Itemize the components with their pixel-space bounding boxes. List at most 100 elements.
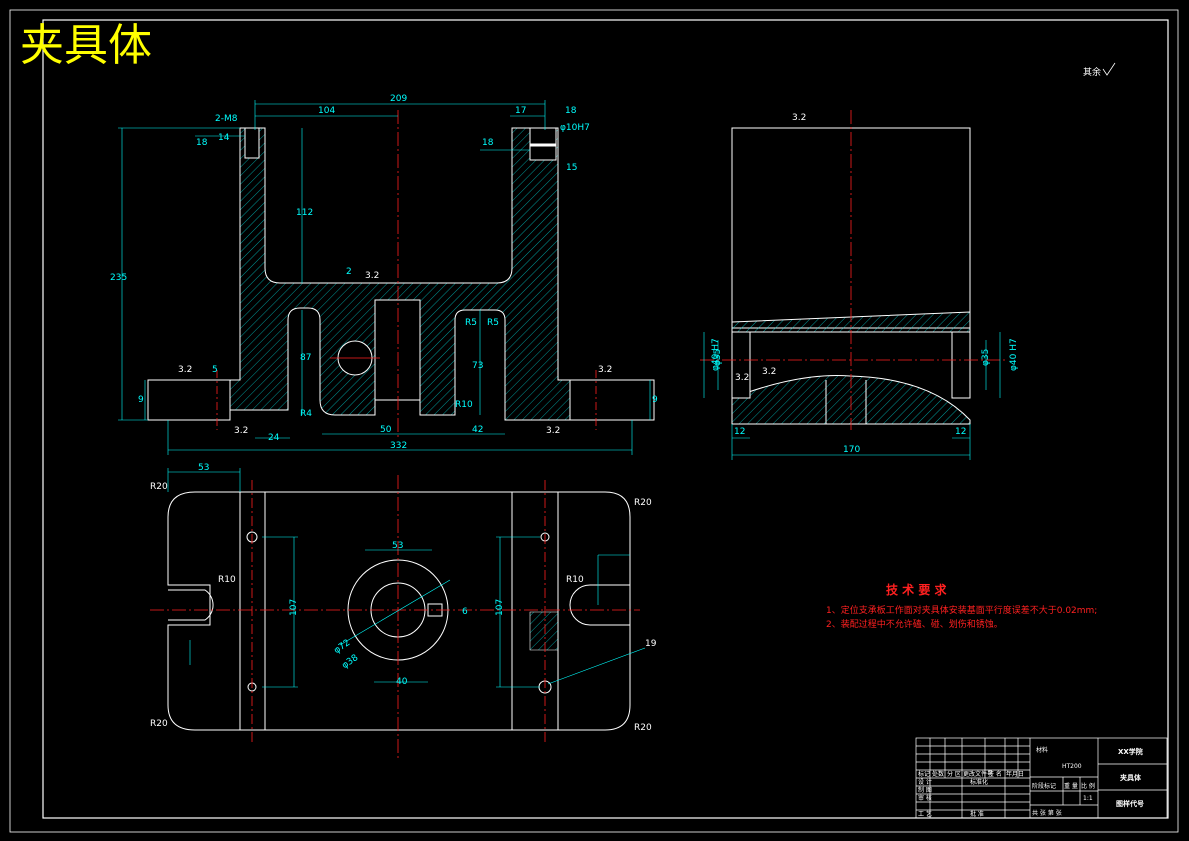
dim-209: 209: [390, 94, 407, 104]
tb-row-label-3: 分 区: [947, 770, 961, 778]
roughness-symbol-icon: [1102, 62, 1116, 76]
side-dimension-lines: [703, 332, 1001, 460]
front-left-screw: [244, 127, 260, 159]
notes-item-1: 1、定位支承板工作面对夹具体安装基面平行度误差不大于0.02mm;: [826, 604, 1097, 616]
notes-item-2: 2、装配过程中不允许磕、碰、划伤和锈蚀。: [826, 618, 1003, 630]
dim-38: φ38: [340, 653, 360, 671]
tb-process: 工 艺: [918, 810, 932, 818]
dim-r20-b: R20: [634, 498, 652, 508]
inner-frame: [42, 19, 1169, 819]
dim-18-left: 18: [196, 138, 208, 148]
tb-row-label-4: 更改文件号: [963, 770, 993, 778]
dim-50: 50: [380, 425, 392, 435]
tb-drafter: 制 图: [918, 786, 932, 794]
rough-3: 3.2: [598, 365, 612, 375]
dim-35-right: φ35: [981, 349, 991, 366]
dim-9-right: 9: [652, 395, 658, 405]
roughness-note-label: 其余: [1083, 66, 1101, 78]
dim-73: 73: [472, 361, 483, 371]
tb-row-label-5: 签 名: [988, 770, 1002, 778]
dim-107-right: 107: [495, 599, 505, 616]
dim-19: 19: [645, 639, 657, 649]
front-center-bore: [374, 299, 421, 401]
drawing-title: 夹具体: [20, 20, 152, 71]
dim-18-right: 18: [482, 138, 494, 148]
dim-42: 42: [472, 425, 483, 435]
tb-material-label: 材料: [1036, 746, 1048, 754]
dim-tol: φ10H7: [560, 123, 590, 133]
dim-104: 104: [318, 106, 335, 116]
dim-r5-a: R5: [465, 318, 477, 328]
rough-6: 3.2: [792, 113, 806, 123]
dim-r20-d: R20: [634, 723, 652, 733]
dim-87: 87: [300, 353, 311, 363]
dim-14: 14: [218, 133, 230, 143]
dim-332: 332: [390, 441, 407, 451]
front-view: 209 104 17 18 2-M8 18 14 18 φ10H7 15 112…: [110, 94, 658, 455]
dim-18: 18: [565, 106, 577, 116]
tb-stage-label: 阶段标记: [1032, 782, 1056, 790]
rough-8: 3.2: [762, 367, 776, 377]
tb-scale: 1:1: [1083, 795, 1093, 802]
dim-r10-a: R10: [218, 575, 236, 585]
rough-7: 3.2: [735, 373, 749, 383]
rough-2: 3.2: [178, 365, 192, 375]
side-view-right-bushing: [951, 331, 971, 399]
outer-frame: [9, 9, 1179, 833]
dim-40: 40: [396, 677, 408, 687]
tb-drawing-code: 图样代号: [1116, 799, 1144, 808]
tb-standard: 标准化: [970, 778, 988, 786]
side-view-left-bushing: [731, 331, 751, 399]
front-base-right: [569, 379, 655, 421]
dim-9-left: 9: [138, 395, 144, 405]
dim-2: 2: [346, 267, 352, 277]
tb-designer: 设 计: [918, 778, 932, 786]
top-view-right-slot: [569, 584, 630, 626]
rough-5: 3.2: [546, 426, 560, 436]
side-view: 170 12 12 φ40 H7 φ35 φ35 φ40 H7 3.2 3.2 …: [700, 110, 1019, 460]
dim-2m8: 2-M8: [215, 114, 238, 124]
dim-112: 112: [296, 208, 313, 218]
tb-sheet: 共 张 第 张: [1032, 809, 1062, 817]
top-view-left-slot: [168, 589, 214, 621]
top-view: 53 53 107 107 40 6 φ72 φ38 19 R20 R20 R2…: [150, 463, 657, 760]
dim-107-left: 107: [289, 599, 299, 616]
dim-12-left: 12: [734, 427, 745, 437]
technical-requirements: 技 术 要 求 1、定位支承板工作面对夹具体安装基面平行度误差不大于0.02mm…: [826, 582, 1097, 630]
title-block: [915, 737, 1168, 819]
top-dimension-lines: [167, 468, 646, 688]
dim-53: 53: [392, 541, 403, 551]
tb-row-label-2: 处数: [932, 770, 944, 778]
tb-approver: 批 准: [970, 810, 984, 818]
dim-17: 17: [515, 106, 526, 116]
tb-part-name: 夹具体: [1120, 773, 1142, 782]
rough-1: 3.2: [365, 271, 379, 281]
dim-12-right: 12: [955, 427, 966, 437]
dim-5: 5: [212, 365, 218, 375]
tb-school: XX学院: [1118, 747, 1143, 756]
dim-35-left: φ35: [713, 349, 723, 366]
top-view-outline: [167, 491, 631, 731]
dim-r20-a: R20: [150, 482, 168, 492]
dim-15: 15: [566, 163, 577, 173]
tb-weight-label: 重 量: [1064, 782, 1078, 790]
rough-4: 3.2: [234, 426, 248, 436]
dim-53-left: 53: [198, 463, 209, 473]
tb-checker: 审 核: [918, 794, 932, 802]
roughness-note: 其余: [1083, 62, 1116, 78]
dim-40h7-left: φ40 H7: [711, 338, 721, 371]
tb-row-label-6: 年月日: [1006, 770, 1024, 778]
dim-235: 235: [110, 273, 127, 283]
dim-72: φ72: [332, 638, 352, 656]
dim-40h7-right: φ40 H7: [1009, 338, 1019, 371]
top-view-hatch: [529, 611, 559, 651]
dim-r5-b: R5: [487, 318, 499, 328]
dim-170: 170: [843, 445, 860, 455]
dim-r10: R10: [455, 400, 473, 410]
tb-scale-label: 比 例: [1081, 782, 1095, 790]
dim-6: 6: [462, 607, 468, 617]
dim-r10-b: R10: [566, 575, 584, 585]
dim-r4: R4: [300, 409, 312, 419]
front-dimension-lines: [118, 100, 651, 455]
